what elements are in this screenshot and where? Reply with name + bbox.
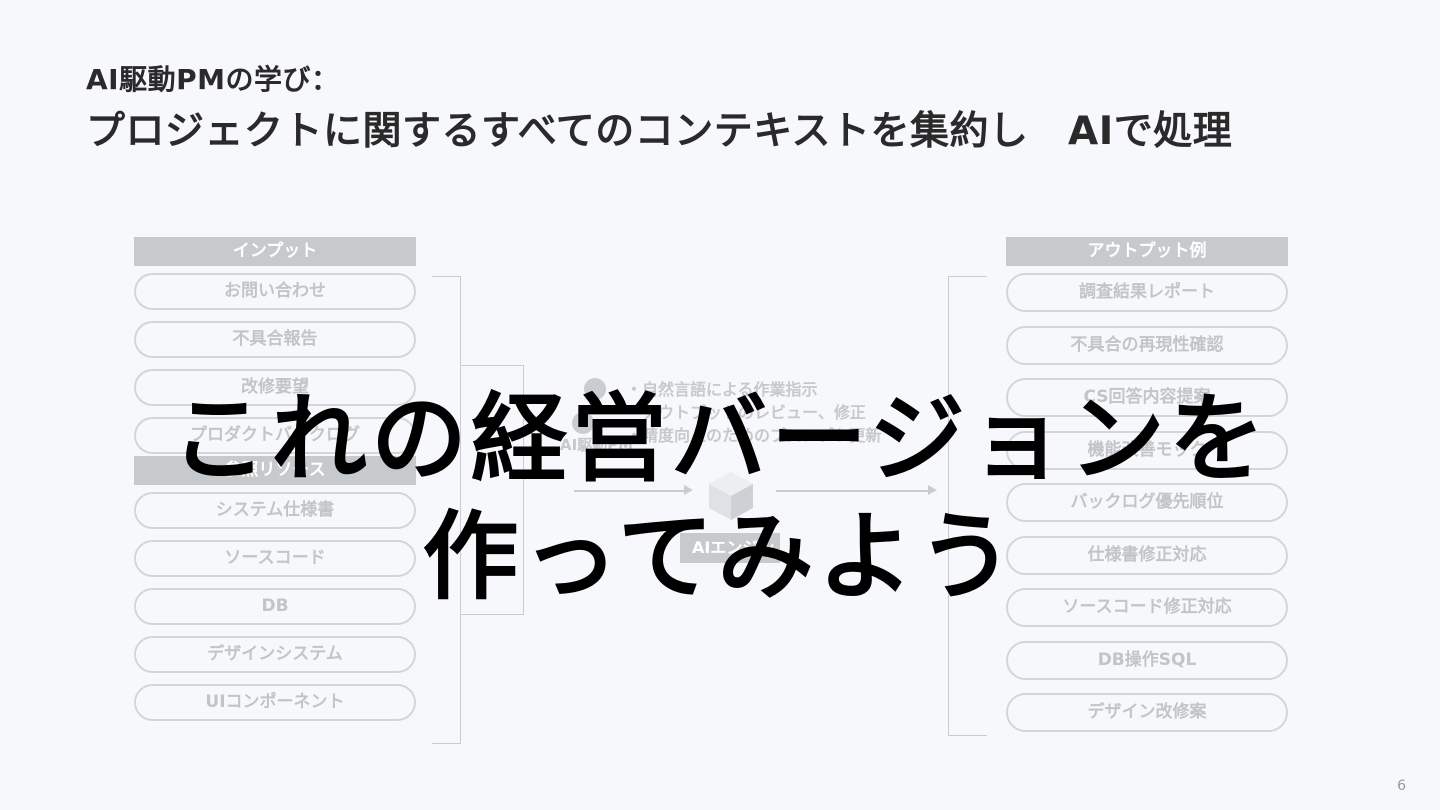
overlay-message: これの経営バージョンを 作ってみよう: [0, 380, 1440, 616]
merge-bracket: [460, 365, 524, 615]
arrow-in-line: [574, 490, 684, 492]
input-item: プロダクトバックログ: [134, 417, 416, 454]
input-bracket: [432, 276, 461, 744]
user-icon: [572, 412, 594, 434]
arrow-in-head: [684, 485, 693, 495]
center-note: ・自然言語による作業指示: [626, 380, 818, 399]
cube-icon: [709, 472, 753, 520]
reference-item: UIコンポーネント: [134, 684, 416, 721]
output-item: 不具合の再現性確認: [1006, 325, 1288, 365]
ai-engine-label: AIエンジン: [680, 533, 780, 563]
overlay-line: これの経営バージョンを: [170, 383, 1270, 495]
overlay-line: 作ってみよう: [422, 501, 1018, 613]
page-number: 6: [1397, 778, 1406, 794]
center-note: ・アウトプットのレビュー、修正: [626, 403, 866, 422]
user-icon: [584, 378, 606, 400]
ai-pm-label: AI駆動PM: [560, 436, 634, 454]
input-item: 不具合報告: [134, 321, 416, 358]
output-item: 機能改善モック: [1006, 430, 1288, 470]
output-header: アウトプット例: [1006, 237, 1288, 266]
reference-item: デザインシステム: [134, 636, 416, 673]
reference-item: ソースコード: [134, 540, 416, 577]
input-item: お問い合わせ: [134, 273, 416, 310]
reference-header: 参照リソース: [134, 456, 416, 485]
output-item: ソースコード修正対応: [1006, 588, 1288, 627]
center-note: ・精度向上のためのプロンプト更新: [626, 426, 882, 445]
reference-item: DB: [134, 588, 416, 625]
center-notes: ・自然言語による作業指示 ・アウトプットのレビュー、修正 ・精度向上のためのプロ…: [626, 378, 882, 447]
output-item: デザイン改修案: [1006, 693, 1288, 732]
slide-subtitle: AI駆動PMの学び：: [86, 63, 340, 96]
slide-title: プロジェクトに関するすべてのコンテキストを集約し AIで処理: [86, 109, 1233, 154]
output-column: アウトプット例 調査結果レポート 不具合の再現性確認 CS回答内容提案 機能改善…: [1006, 237, 1288, 746]
input-column: インプット お問い合わせ 不具合報告 改修要望 プロダクトバックログ 参照リソー…: [134, 237, 416, 732]
reference-item: システム仕様書: [134, 492, 416, 529]
output-bracket: [948, 276, 987, 736]
output-item: バックログ優先順位: [1006, 483, 1288, 522]
input-item: 改修要望: [134, 369, 416, 406]
output-item: 仕様書修正対応: [1006, 535, 1288, 575]
arrow-out-head: [928, 485, 937, 495]
arrow-out-line: [776, 490, 928, 492]
output-item: 調査結果レポート: [1006, 273, 1288, 312]
input-header: インプット: [134, 237, 416, 266]
output-item: DB操作SQL: [1006, 640, 1288, 680]
output-item: CS回答内容提案: [1006, 378, 1288, 417]
